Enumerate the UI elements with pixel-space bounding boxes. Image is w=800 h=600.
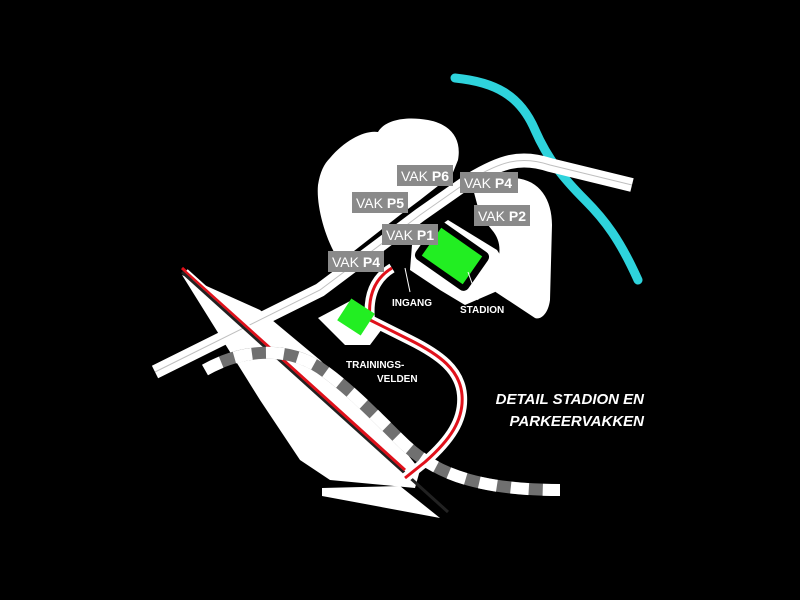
stadion-pointer: [467, 271, 479, 301]
label-vak-p4-west: VAK P4: [328, 251, 384, 272]
label-vak-p5: VAK P5: [352, 192, 408, 213]
label-stadion: STADION: [460, 305, 504, 316]
access-road-centerline: [368, 266, 464, 480]
map-title-line2: PARKEERVAKKEN: [510, 413, 646, 430]
label-trainingsvelden-line1: TRAININGS-: [346, 360, 404, 371]
label-vak-p4-north: VAK P4: [460, 172, 518, 193]
label-vak-p2: VAK P2: [474, 205, 530, 226]
label-vak-p1: VAK P1: [382, 224, 438, 245]
svg-text:VAK P4: VAK P4: [332, 254, 380, 270]
rail-white-line: [186, 269, 416, 476]
label-ingang: INGANG: [392, 298, 432, 309]
main-road-edge: [154, 159, 633, 373]
ingang-pointer: [404, 267, 411, 293]
training-field: [337, 298, 375, 336]
label-vak-p6: VAK P6: [397, 165, 453, 186]
dashed-road-base: [202, 346, 561, 496]
south-land: [322, 486, 440, 518]
svg-text:VAK P2: VAK P2: [478, 208, 526, 224]
rail-red-line: [180, 266, 407, 472]
svg-text:VAK P5: VAK P5: [356, 195, 404, 211]
map-title-line1: DETAIL STADION EN: [496, 391, 646, 408]
svg-text:VAK P6: VAK P6: [401, 168, 449, 184]
main-road: [151, 153, 634, 379]
rail-black-line: [180, 270, 450, 514]
svg-text:VAK P1: VAK P1: [386, 227, 434, 243]
label-trainingsvelden-line2: VELDEN: [377, 374, 418, 385]
svg-text:VAK P4: VAK P4: [464, 175, 512, 191]
parking-area-p5-p6: [317, 118, 459, 262]
